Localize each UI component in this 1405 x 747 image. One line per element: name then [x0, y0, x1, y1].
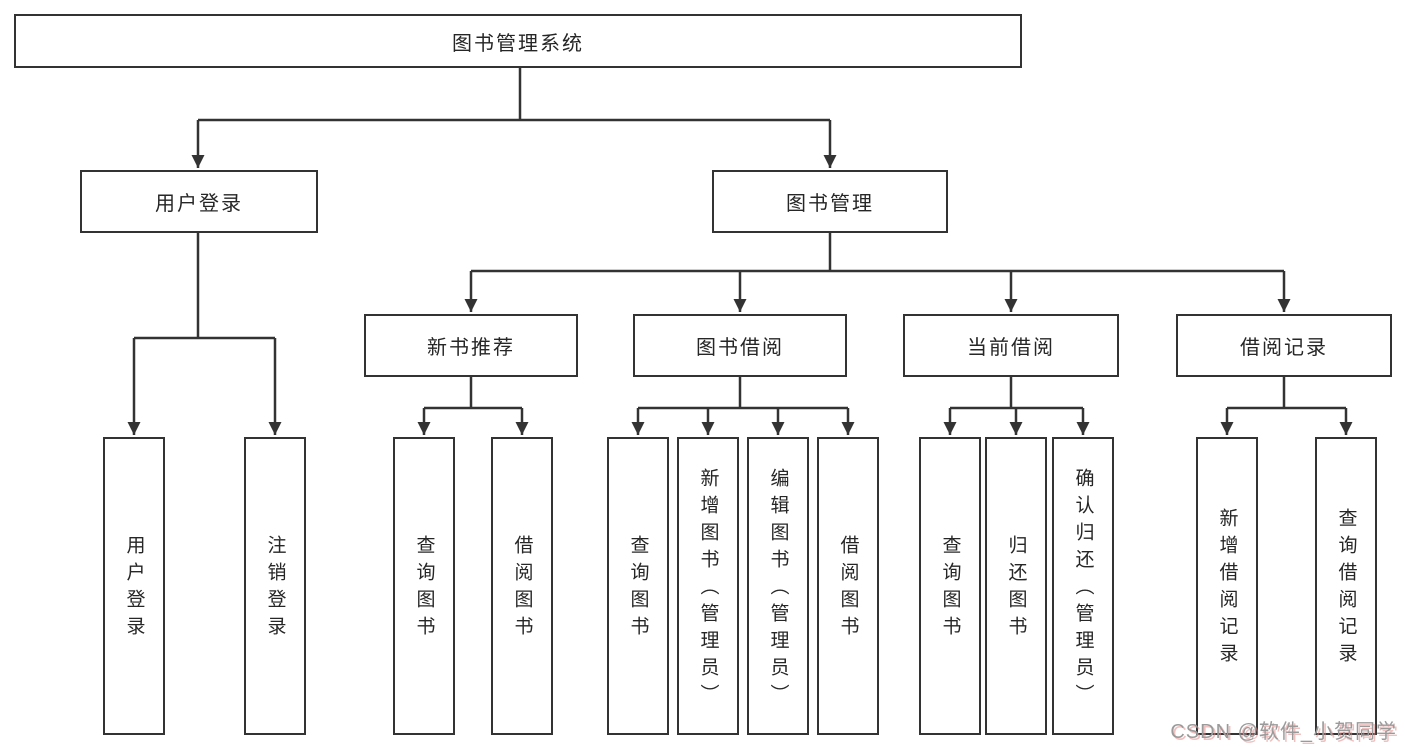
leaf-query-books-current: 查询图书	[919, 437, 981, 735]
node-current-borrowing: 当前借阅	[903, 314, 1119, 377]
leaf-logout: 注销登录	[244, 437, 306, 735]
leaf-return-books: 归还图书	[985, 437, 1047, 735]
leaf-confirm-return-admin: 确认归还（管理员）	[1052, 437, 1114, 735]
node-book-management: 图书管理	[712, 170, 948, 233]
node-library-management-system: 图书管理系统	[14, 14, 1022, 68]
leaf-user-login: 用户登录	[103, 437, 165, 735]
node-user-login: 用户登录	[80, 170, 318, 233]
leaf-borrow-books-recommendation: 借阅图书	[491, 437, 553, 735]
node-borrowing-records: 借阅记录	[1176, 314, 1392, 377]
leaf-add-book-admin: 新增图书（管理员）	[677, 437, 739, 735]
node-new-book-recommendation: 新书推荐	[364, 314, 578, 377]
leaf-add-borrow-record: 新增借阅记录	[1196, 437, 1258, 735]
csdn-watermark: CSDN @软件_小贺同学	[1170, 721, 1397, 743]
leaf-edit-book-admin: 编辑图书（管理员）	[747, 437, 809, 735]
leaf-query-borrow-record: 查询借阅记录	[1315, 437, 1377, 735]
leaf-query-books-borrowing: 查询图书	[607, 437, 669, 735]
node-book-borrowing: 图书借阅	[633, 314, 847, 377]
leaf-borrow-books-borrowing: 借阅图书	[817, 437, 879, 735]
leaf-query-books-recommendation: 查询图书	[393, 437, 455, 735]
